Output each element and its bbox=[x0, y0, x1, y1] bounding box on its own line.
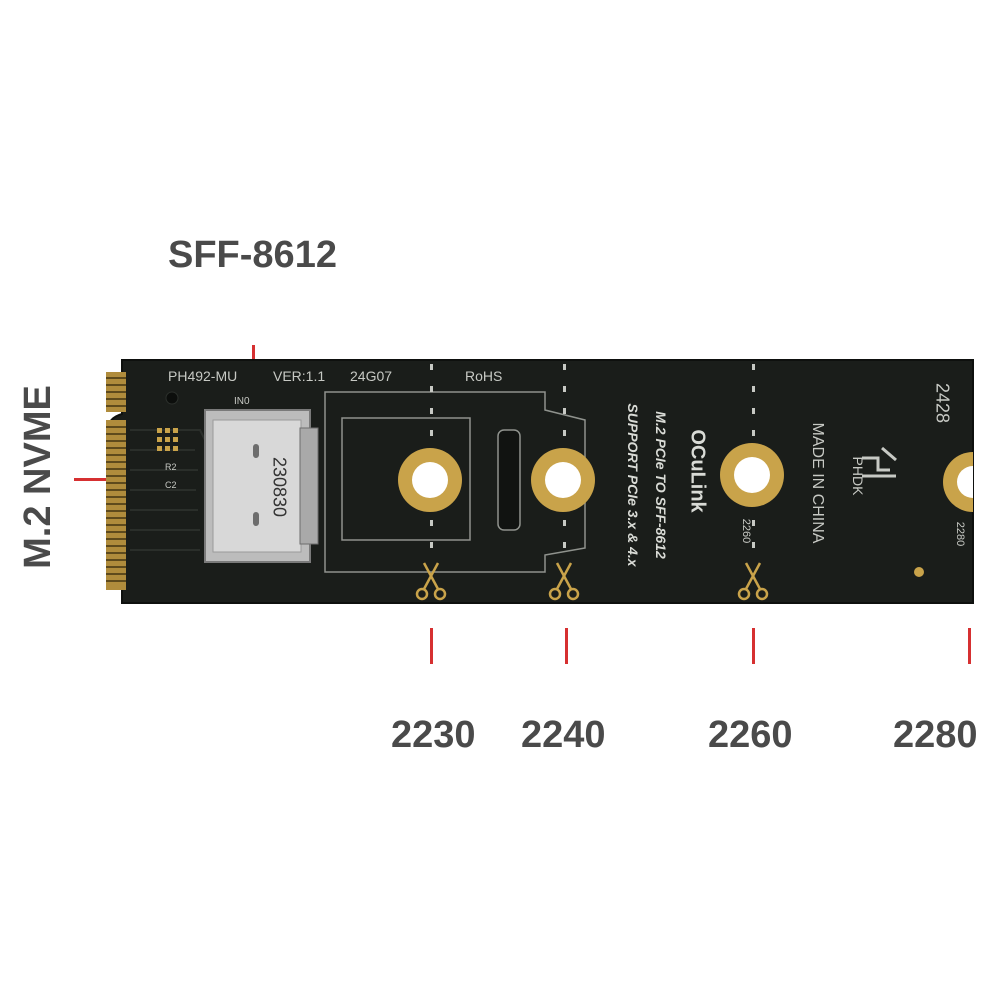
rohs-text: RoHS bbox=[465, 368, 503, 384]
mounting-notch-2280 bbox=[943, 452, 973, 512]
connector-serial: 230830 bbox=[269, 456, 290, 518]
tick-2280 bbox=[968, 628, 971, 664]
mark-2280: 2280 bbox=[954, 521, 966, 547]
mounting-hole-2240 bbox=[531, 448, 595, 512]
scissors-icon bbox=[548, 562, 580, 601]
sff-8612-callout: SFF-8612 bbox=[168, 234, 337, 276]
brand-name: PHDK bbox=[850, 456, 866, 496]
scissors-icon bbox=[415, 562, 447, 601]
oculink-title: OCuLink bbox=[686, 429, 709, 513]
pcb-traces bbox=[130, 429, 206, 551]
m2-nvme-callout: M.2 NVME bbox=[17, 385, 59, 569]
mounting-hole-2230 bbox=[398, 448, 462, 512]
component-r2: R2 bbox=[165, 462, 177, 472]
made-in-china-text: MADE IN CHINA bbox=[809, 422, 826, 544]
tick-2260 bbox=[752, 628, 755, 664]
brand-logo bbox=[862, 446, 897, 478]
edge-fingers bbox=[106, 372, 126, 590]
length-label-2240: 2240 bbox=[521, 714, 606, 756]
component-c2: C2 bbox=[165, 480, 177, 490]
tick-2230 bbox=[430, 628, 433, 664]
small-via bbox=[914, 567, 924, 577]
length-label-2260: 2260 bbox=[708, 714, 793, 756]
length-label-2230: 2230 bbox=[391, 714, 476, 756]
sff-8612-connector bbox=[204, 409, 319, 563]
connector-label: IN0 bbox=[234, 396, 250, 407]
component-cluster bbox=[157, 428, 178, 451]
corner-code: 2428 bbox=[932, 382, 953, 424]
m2-nvme-pointer bbox=[74, 478, 106, 481]
pcb-date-code: 24G07 bbox=[350, 368, 393, 384]
description-line-1: M.2 PCIe TO SFF-8612 bbox=[653, 411, 669, 559]
mounting-hole-2260 bbox=[720, 443, 784, 507]
silkscreen-outlines bbox=[324, 391, 586, 573]
mark-2260: 2260 bbox=[740, 518, 752, 544]
sff-8612-pointer bbox=[252, 345, 255, 443]
length-label-2280: 2280 bbox=[893, 714, 978, 756]
pcb-model-text: PH492-MU bbox=[168, 368, 238, 384]
tick-2240 bbox=[565, 628, 568, 664]
pcb-version-text: VER:1.1 bbox=[273, 368, 326, 384]
description-line-2: SUPPORT PCIe 3.x & 4.x bbox=[625, 403, 641, 567]
small-hole bbox=[165, 391, 179, 405]
scissors-icon bbox=[737, 562, 769, 601]
